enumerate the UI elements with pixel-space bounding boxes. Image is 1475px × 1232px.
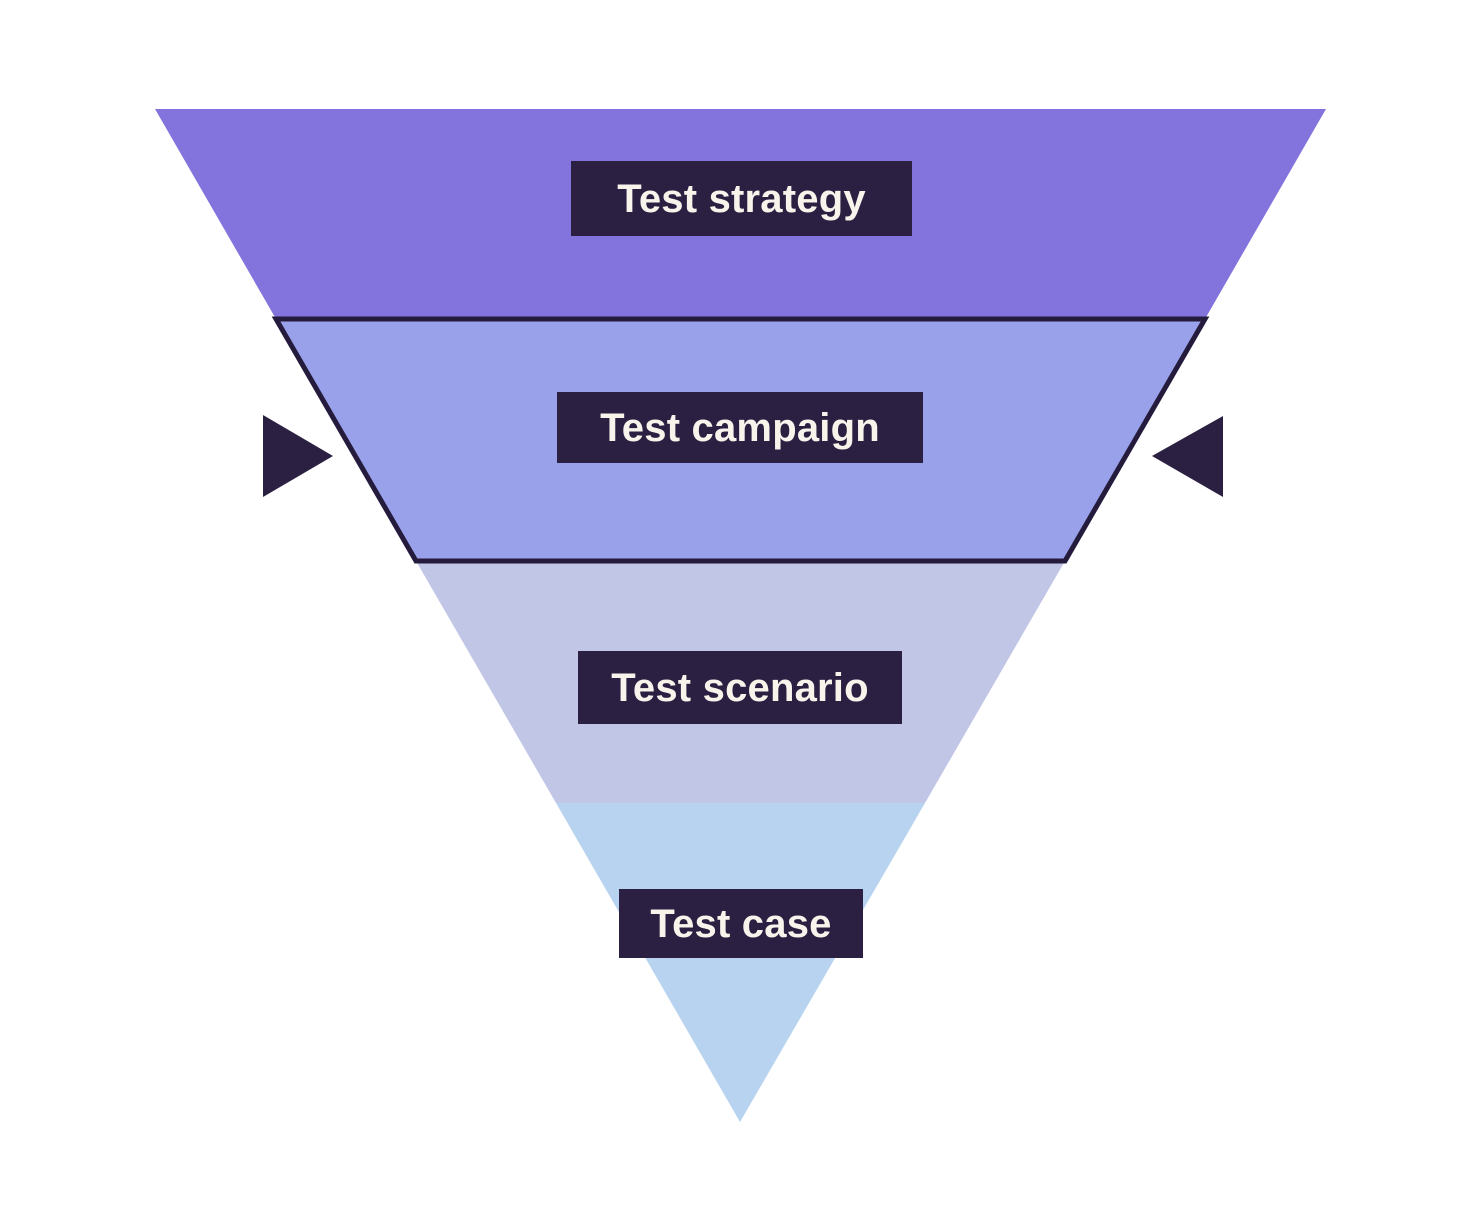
left-arrow-icon [263,415,333,497]
right-arrow-icon [1152,416,1223,497]
funnel-label-test-scenario: Test scenario [578,651,902,724]
funnel-label-test-case: Test case [619,889,863,958]
funnel-level-4-shape [556,803,925,1122]
funnel-label-test-campaign: Test campaign [557,392,923,463]
funnel-label-test-strategy: Test strategy [571,161,912,236]
